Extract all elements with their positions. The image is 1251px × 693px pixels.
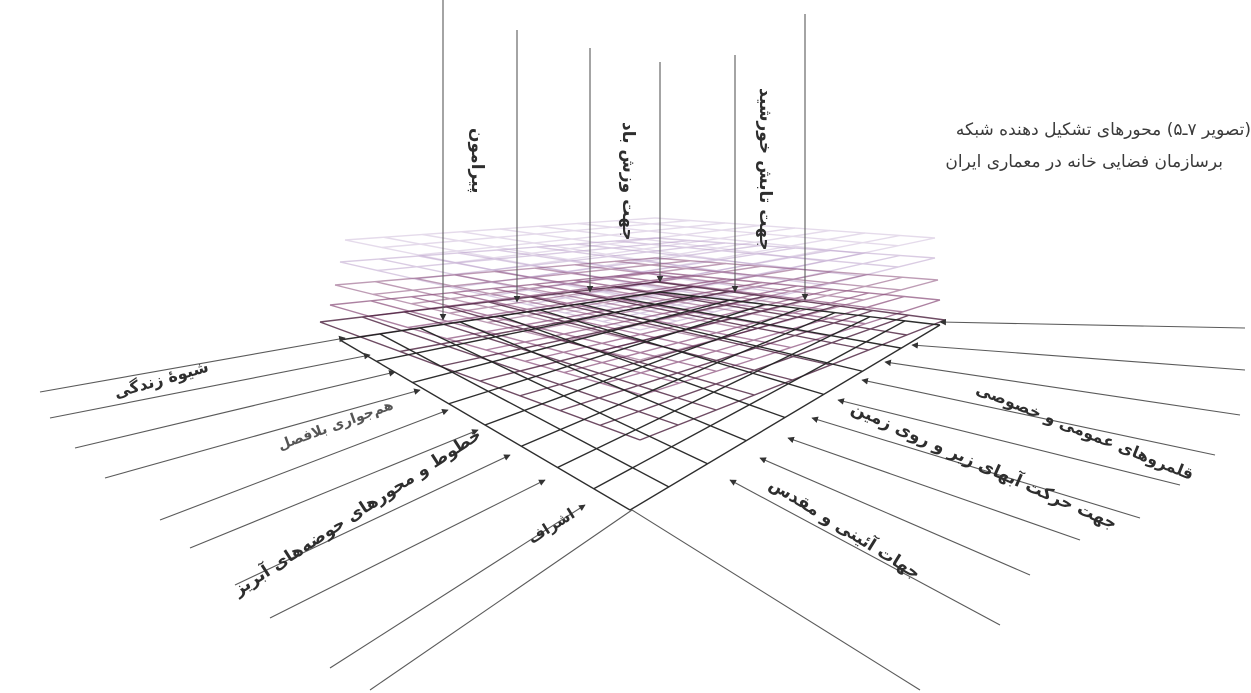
right-axis-line <box>885 362 1240 415</box>
right-axis-line <box>940 322 1245 328</box>
label-lifestyle: شیوهٔ زندگی <box>112 357 211 402</box>
bottom-axis-lines <box>370 510 920 690</box>
label-wind-direction: جهت وزش باد <box>618 122 638 241</box>
label-overlooking: اشراف <box>525 505 578 548</box>
label-surroundings: پیرامون <box>467 128 487 193</box>
right-axis-line <box>912 345 1245 370</box>
label-ritual: جهات آئینی و مقدس <box>765 473 925 584</box>
bottom-axis-line <box>370 510 632 690</box>
label-sun-direction: جهت تابش خورشید <box>755 88 775 251</box>
left-axis-line <box>160 410 448 520</box>
left-axis-line <box>50 355 370 418</box>
